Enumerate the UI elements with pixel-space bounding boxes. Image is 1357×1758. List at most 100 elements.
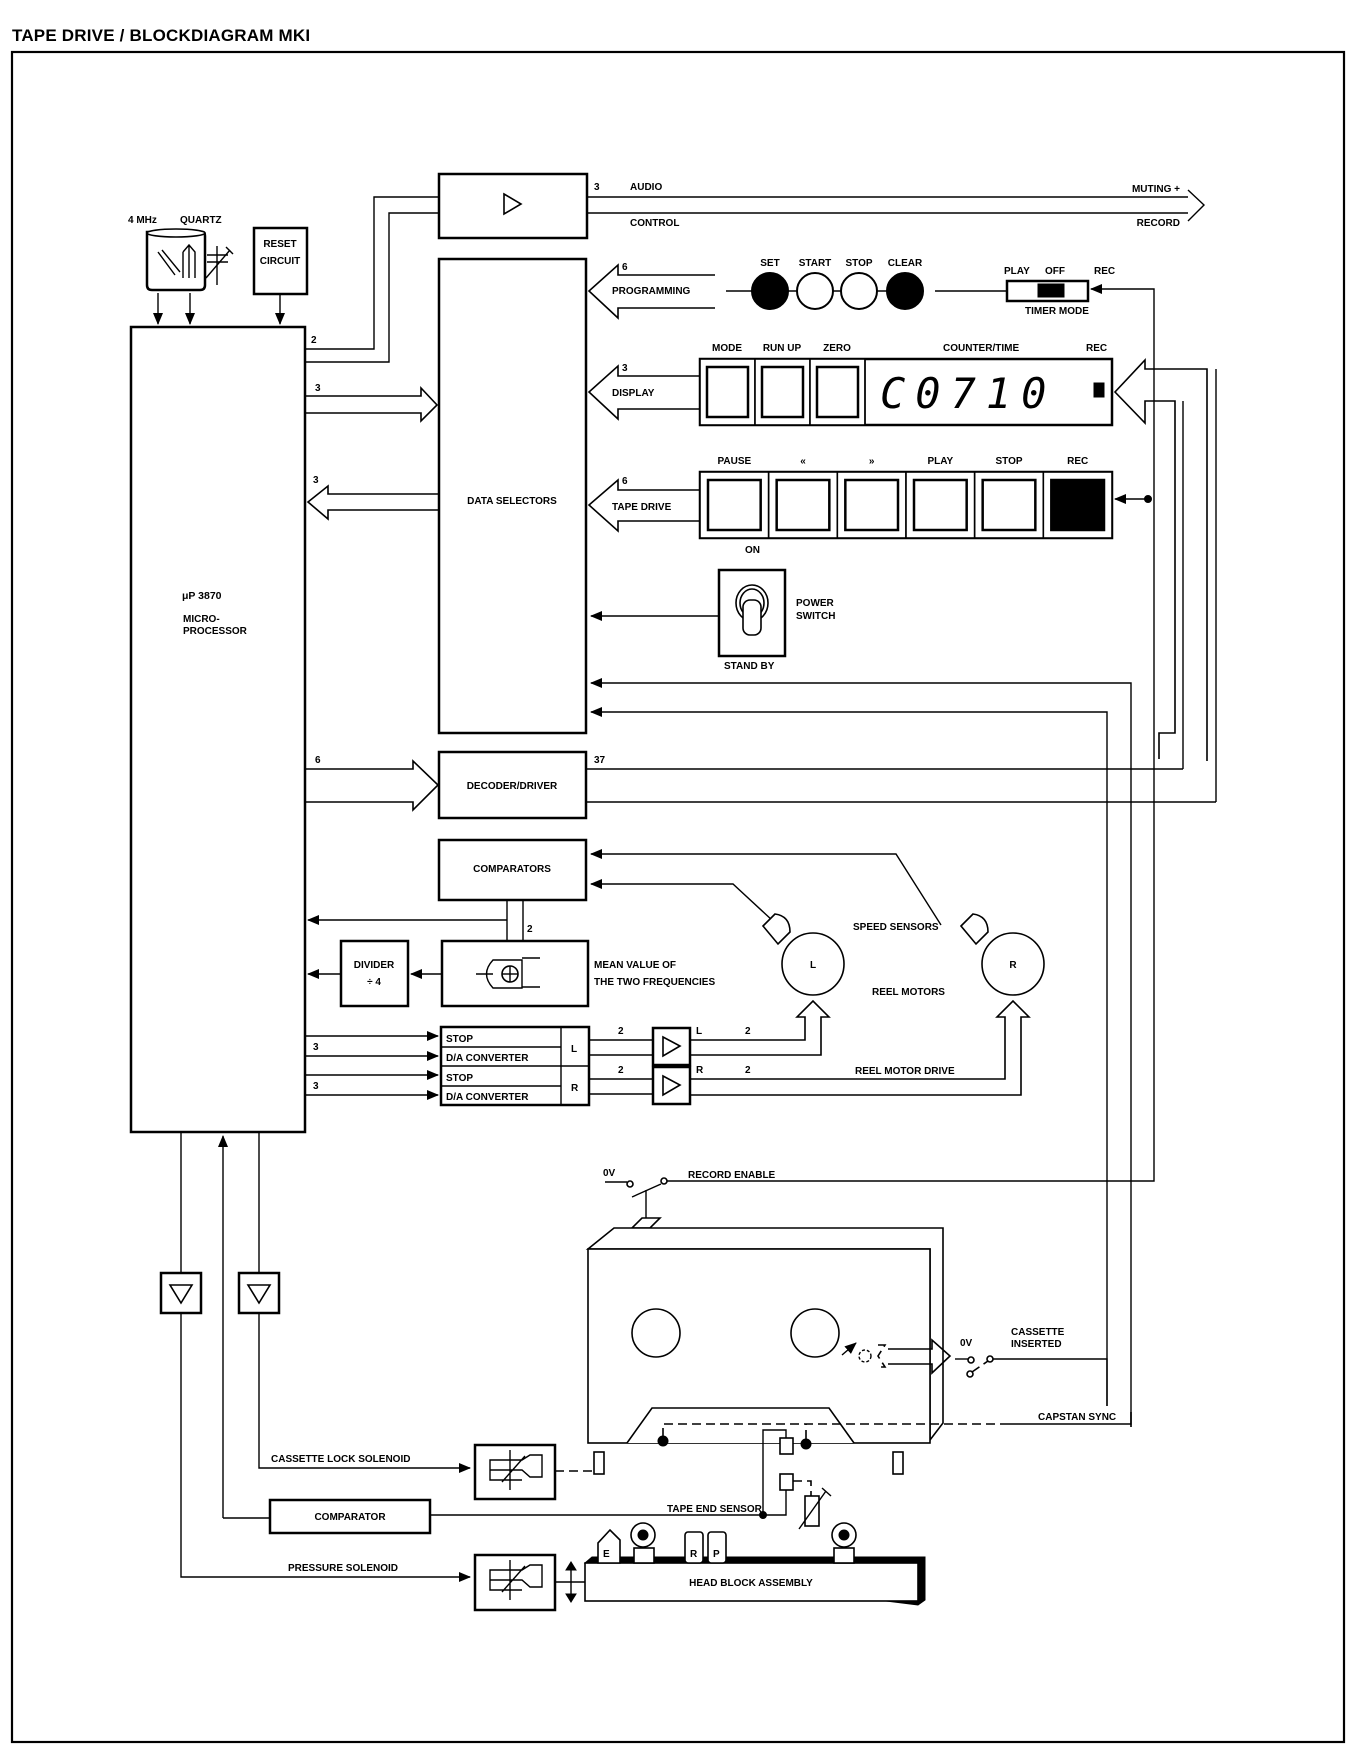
pressure-solenoid-label: PRESSURE SOLENOID	[288, 1563, 398, 1574]
display-button-mode[interactable]: MODE	[699, 343, 756, 426]
comparator-label: COMPARATOR	[314, 1512, 386, 1523]
cassette-inserted-label: INSERTED	[1011, 1339, 1062, 1350]
display-bus-arrow	[587, 364, 700, 421]
reel-motor-left	[781, 932, 845, 996]
circuit-label: CIRCUIT	[260, 256, 301, 267]
motor-amplifiers: 2 2 L R 2 2 REEL MOTOR DRIVE	[589, 999, 1031, 1106]
mpu-label-1: MICRO-	[183, 614, 220, 625]
transport-button-4[interactable]: STOP	[973, 456, 1045, 539]
quartz-label: QUARTZ	[180, 215, 222, 226]
bus-count: 6	[622, 476, 628, 487]
power-on-label: ON	[745, 545, 760, 556]
programming-button-label: STOP	[845, 258, 872, 269]
head-block-assembly: HEAD BLOCK ASSEMBLY E R P	[583, 1522, 926, 1606]
clock-freq-label: 4 MHz	[128, 215, 157, 226]
toggle-lever-icon	[742, 599, 762, 636]
bus-count: 2	[745, 1065, 751, 1076]
programming-button-label: CLEAR	[888, 258, 923, 269]
timer-option-rec: REC	[1094, 266, 1115, 277]
reel-motor-drive-label: REEL MOTOR DRIVE	[855, 1066, 955, 1077]
bus-count: 3	[313, 1081, 319, 1092]
record-head-label: R	[690, 1549, 698, 1560]
display-button-label: ZERO	[823, 343, 851, 354]
amp-l-label: L	[696, 1026, 702, 1037]
transport-button-0[interactable]: PAUSE	[699, 456, 770, 539]
cassette-lock-solenoid	[473, 1443, 594, 1501]
dac-stop-label: STOP	[446, 1034, 473, 1045]
power-switch-label: POWER	[796, 598, 835, 609]
counter-time-label: COUNTER/TIME	[943, 343, 1019, 354]
capstan-sync-line	[590, 678, 1132, 1427]
bus-arrow	[305, 759, 440, 812]
programming-button-clear[interactable]: CLEAR	[886, 258, 924, 310]
muting-label: MUTING +	[1132, 184, 1180, 195]
mpu-label-2: PROCESSOR	[183, 626, 248, 637]
bus-count: 2	[745, 1026, 751, 1037]
zero-volt-label: 0V	[960, 1338, 973, 1349]
bus-count: 6	[315, 755, 321, 766]
bus-count: 2	[311, 335, 317, 346]
transport-button-5[interactable]: REC	[1042, 456, 1113, 539]
cassette-hub-left	[631, 1308, 681, 1358]
timer-slider-knob[interactable]	[1037, 283, 1065, 298]
display-button-run-up[interactable]: RUN UP	[754, 343, 811, 426]
bus-count: 3	[313, 1042, 319, 1053]
comparator-block: COMPARATOR	[268, 1498, 460, 1535]
tape-drive-bus-arrow	[587, 478, 700, 533]
audio-signal-label: AUDIO	[630, 182, 662, 193]
crystal-top	[146, 228, 206, 238]
bus-count: 2	[527, 924, 533, 935]
transport-button-2[interactable]: »	[836, 456, 907, 539]
counter-display-value: C0710	[880, 369, 1056, 418]
playback-head-label: P	[713, 1549, 720, 1560]
pressure-solenoid	[473, 1553, 585, 1612]
programming-button-stop[interactable]: STOP	[840, 258, 878, 310]
zero-volt-label: 0V	[603, 1168, 616, 1179]
reset-circuit-block: RESET CIRCUIT	[252, 226, 309, 325]
bus-count: 2	[618, 1026, 624, 1037]
programming-button-set[interactable]: SET	[751, 258, 789, 310]
timer-mode-switch[interactable]: PLAY OFF REC TIMER MODE	[1004, 266, 1155, 519]
solenoid-drivers: CASSETTE LOCK SOLENOID PRESSURE SOLENOID	[159, 1132, 471, 1582]
bus-arrow	[305, 385, 439, 423]
rec-indicator-led	[1093, 382, 1105, 398]
motor-l-label: L	[810, 960, 816, 971]
programming-button-label: START	[799, 258, 832, 269]
divider-label: DIVIDER	[354, 960, 395, 971]
cassette-inserted-line	[590, 707, 1108, 1406]
decoder-driver-label: DECODER/DRIVER	[467, 781, 558, 792]
programming-button-start[interactable]: START	[796, 258, 834, 310]
standby-label: STAND BY	[724, 661, 775, 672]
microprocessor-block: μP 3870 MICRO- PROCESSOR	[129, 325, 307, 1134]
speed-sensor-left-icon	[761, 913, 791, 946]
reset-label: RESET	[263, 239, 296, 250]
da-converter-block: STOP D/A CONVERTER STOP D/A CONVERTER L …	[305, 1025, 591, 1107]
transport-button-3[interactable]: PLAY	[905, 456, 976, 539]
divider-block: DIVIDER ÷ 4	[307, 939, 410, 1008]
mpu-part-number: μP 3870	[182, 590, 222, 602]
display-drive-bus	[1113, 357, 1208, 761]
display-button-label: RUN UP	[763, 343, 802, 354]
transport-button-1[interactable]: «	[767, 456, 839, 539]
dac-channel-l: L	[571, 1044, 577, 1055]
transport-button-label: REC	[1067, 456, 1088, 467]
dac-stop-label: STOP	[446, 1073, 473, 1084]
page-title: TAPE DRIVE / BLOCKDIAGRAM MKI	[12, 26, 311, 45]
power-switch[interactable]: ON POWER SWITCH STAND BY	[590, 545, 835, 672]
transport-button-label: PLAY	[927, 456, 953, 467]
display-button-zero[interactable]: ZERO	[809, 343, 866, 426]
transport-button-label: »	[869, 456, 875, 467]
reel-motors-label: REEL MOTORS	[872, 987, 945, 998]
programming-bus-arrow	[587, 263, 715, 320]
amplifier-triangle-icon	[503, 192, 523, 216]
decoder-driver-block: DECODER/DRIVER 6 37	[305, 369, 1217, 820]
transport-button-label: PAUSE	[717, 456, 751, 467]
bus-count: 2	[618, 1065, 624, 1076]
sensor-arrow	[888, 1338, 952, 1375]
bus-count: 3	[315, 383, 321, 394]
programming-label: PROGRAMMING	[612, 286, 691, 297]
quartz-crystal: 4 MHz QUARTZ	[128, 215, 234, 325]
